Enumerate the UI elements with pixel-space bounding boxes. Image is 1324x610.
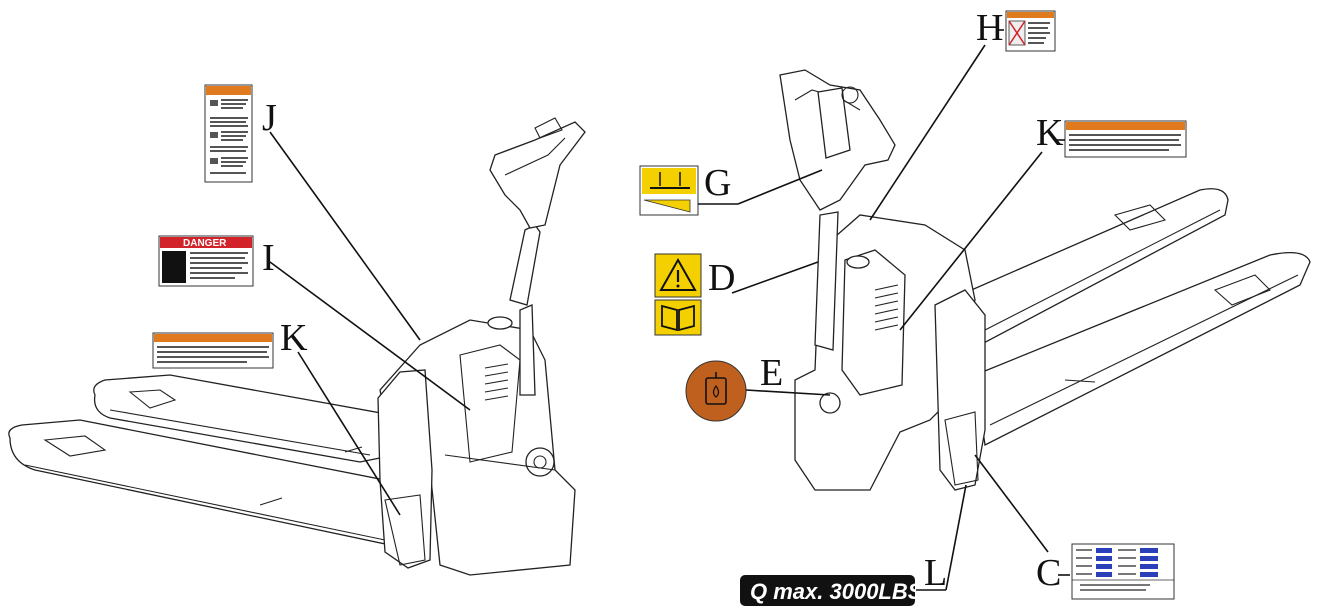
left-warning-sticker-K: [152, 332, 274, 369]
callout-right-C: C: [1036, 552, 1061, 594]
right-warning-sticker-K: [1064, 120, 1187, 158]
left-sticker-J: [204, 84, 253, 183]
callout-right-G: G: [704, 162, 731, 204]
danger-header: DANGER: [183, 238, 227, 249]
callout-right-K: K: [1036, 112, 1064, 154]
right-sticker-D: [654, 253, 702, 336]
capacity-plate-L: Q max. 3000LBS: [740, 575, 923, 606]
crush-hazard-icon: [650, 172, 690, 189]
left-tiller-arm: [509, 224, 541, 306]
callout-left-J: J: [262, 97, 277, 139]
left-pallet-truck: [8, 117, 586, 576]
right-pallet-truck: [779, 69, 1311, 491]
warning-triangle-icon: [659, 257, 697, 291]
right-fork-back: [959, 188, 1229, 346]
right-fork-front: [974, 252, 1311, 446]
capacity-label: Q max. 3000LBS: [750, 579, 923, 604]
right-side-guard: [934, 289, 986, 491]
callout-right-E: E: [760, 352, 783, 394]
right-sticker-E: [685, 360, 747, 422]
right-data-plate-C: [1071, 543, 1175, 600]
left-tiller-handle: [489, 121, 586, 229]
read-manual-icon: [661, 304, 695, 332]
callout-right-H: H: [976, 7, 1003, 49]
callout-right-D: D: [708, 257, 735, 299]
left-danger-sticker-I: DANGER: [158, 235, 254, 287]
callout-right-L: L: [924, 552, 947, 594]
oil-can-icon: [705, 372, 727, 405]
callout-left-I: I: [262, 237, 275, 279]
right-sticker-H: [1005, 10, 1056, 52]
right-tiller-arm: [814, 211, 839, 351]
right-sticker-G: [639, 165, 699, 216]
left-side-guard: [377, 369, 433, 569]
callout-left-K: K: [280, 317, 308, 359]
